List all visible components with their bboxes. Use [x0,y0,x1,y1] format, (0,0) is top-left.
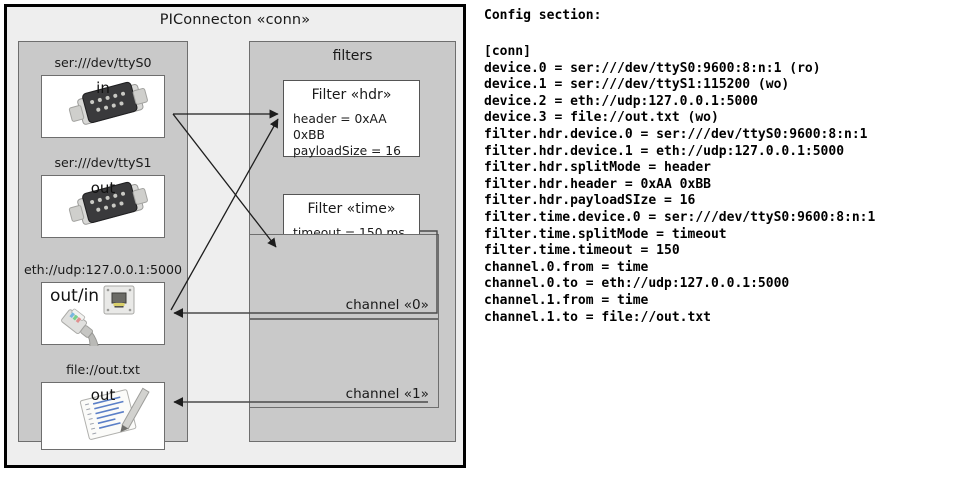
channel-label-1: channel «1» [345,386,429,402]
channel-frame-1[interactable]: channel «1» [249,319,439,408]
config-line: channel.1.to = file://out.txt [484,309,711,325]
config-line: device.2 = eth://udp:127.0.0.1:5000 [484,93,758,109]
filters-panel-title: filters [332,48,373,64]
config-line: filter.hdr.splitMode = header [484,160,711,176]
filter-attr: payloadSize = 16 [293,144,401,158]
filter-box-hdr[interactable]: Filter «hdr» header = 0xAA 0xBB payloadS… [283,80,420,159]
config-line: filter.hdr.payloadSIze = 16 [484,193,696,209]
device-caption-2: eth://udp:127.0.0.1:5000 [24,262,182,277]
edge-channel0-to-eth [173,230,438,318]
config-line: filter.hdr.device.1 = eth://udp:127.0.0.… [484,143,845,159]
config-line: filter.time.splitMode = timeout [484,226,727,242]
config-line: filter.time.device.0 = ser:///dev/ttyS0:… [484,209,876,225]
config-line: device.0 = ser:///dev/ttyS0:9600:8:n:1 (… [484,60,821,76]
config-line: filter.time.timeout = 150 [484,243,680,259]
device-card-serial-ttys0[interactable]: in [41,75,165,138]
device-caption-3: file://out.txt [66,362,140,377]
diagram-title: PIConnecton «conn» [159,12,311,28]
filter-attr: header = 0xAA 0xBB [293,112,387,142]
edge-ttys0-to-filter-time [172,113,277,248]
connection-diagram: PIConnecton «conn» ser:///dev/ttyS0 in [4,4,466,468]
channel-label-0: channel «0» [345,297,429,313]
filter-title-hdr: Filter «hdr» [311,87,392,103]
connection-edges [170,109,438,407]
filter-attrs-hdr: header = 0xAA 0xBB payloadSize = 16 [293,111,419,159]
edge-eth-to-filter-hdr [170,118,279,311]
filter-title-time: Filter «time» [307,201,396,217]
config-line: device.1 = ser:///dev/ttyS1:115200 (wo) [484,77,790,93]
serial-port-icon [68,81,148,125]
config-heading: Config section: [484,8,602,23]
device-caption-0: ser:///dev/ttyS0 [54,55,152,70]
config-line: channel.0.to = eth://udp:127.0.0.1:5000 [484,276,790,292]
channel-frame-0[interactable]: channel «0» [249,234,439,319]
ethernet-jack-icon [61,285,135,358]
text-file-icon [79,387,150,440]
config-line: filter.hdr.device.0 = ser:///dev/ttyS0:9… [484,126,868,142]
serial-port-icon [68,181,148,225]
config-section: Config section: [conn]device.0 = ser:///… [484,0,954,484]
config-line: channel.0.from = time [484,259,649,275]
device-caption-1: ser:///dev/ttyS1 [54,155,152,170]
device-card-ethernet[interactable]: out/in [41,282,165,358]
config-text: [conn]device.0 = ser:///dev/ttyS0:9600:8… [484,44,875,326]
config-line: channel.1.from = time [484,292,649,308]
config-line: filter.hdr.header = 0xAA 0xBB [484,176,711,192]
config-line: device.3 = file://out.txt (wo) [484,110,719,126]
filters-panel: filters Filter «hdr» header = 0xAA 0xBB … [249,41,456,442]
config-line: [conn] [484,44,531,59]
